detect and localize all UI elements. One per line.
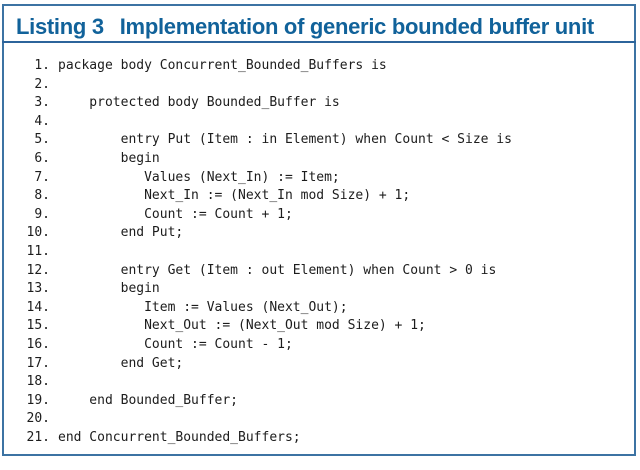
code-line: 17. end Get; bbox=[20, 355, 628, 374]
code-line: 21. end Concurrent_Bounded_Buffers; bbox=[20, 429, 628, 448]
line-code: protected body Bounded_Buffer is bbox=[58, 95, 340, 111]
code-line: 11. bbox=[20, 243, 628, 262]
line-number: 1. bbox=[34, 58, 50, 73]
listing-title: Listing 3 Implementation of generic bound… bbox=[16, 14, 626, 40]
line-number: 7. bbox=[34, 169, 50, 185]
code-line: 16. Count := Count - 1; bbox=[20, 336, 628, 355]
line-number: 2. bbox=[34, 76, 50, 92]
code-line: 7. Values (Next_In) := Item; bbox=[20, 169, 628, 188]
code-line: 4. bbox=[20, 113, 628, 132]
code-line: 15. Next_Out := (Next_Out mod Size) + 1; bbox=[20, 317, 628, 336]
line-number: 20. bbox=[26, 411, 50, 427]
line-number: 11. bbox=[26, 243, 50, 259]
listing-caption: Implementation of generic bounded buffer… bbox=[119, 14, 594, 39]
listing-label: Listing 3 bbox=[16, 14, 104, 39]
line-number: 13. bbox=[26, 281, 50, 297]
line-code: begin bbox=[58, 150, 160, 166]
listing-frame: Listing 3 Implementation of generic bound… bbox=[2, 4, 636, 456]
line-code: end Put; bbox=[58, 225, 184, 241]
line-code: Next_In := (Next_In mod Size) + 1; bbox=[58, 188, 411, 204]
code-line: 6. begin bbox=[20, 150, 628, 169]
code-line: 9. Count := Count + 1; bbox=[20, 206, 628, 225]
line-number: 9. bbox=[34, 206, 50, 222]
line-code: Count := Count + 1; bbox=[58, 206, 293, 222]
line-number: 4. bbox=[34, 113, 50, 129]
line-code: Values (Next_In) := Item; bbox=[58, 169, 340, 185]
title-separator bbox=[2, 41, 636, 43]
code-line: 8. Next_In := (Next_In mod Size) + 1; bbox=[20, 187, 628, 206]
line-code: Count := Count - 1; bbox=[58, 336, 293, 352]
line-code: Item := Values (Next_Out); bbox=[58, 299, 348, 315]
code-line: 2. bbox=[20, 76, 628, 95]
line-code: begin bbox=[58, 281, 160, 297]
code-line: 19. end Bounded_Buffer; bbox=[20, 392, 628, 411]
line-code: end Concurrent_Bounded_Buffers; bbox=[58, 429, 301, 445]
line-number: 3. bbox=[34, 95, 50, 111]
line-code: end Bounded_Buffer; bbox=[58, 392, 239, 408]
code-line: 10. end Put; bbox=[20, 224, 628, 243]
line-number: 15. bbox=[26, 318, 50, 334]
line-code: entry Get (Item : out Element) when Coun… bbox=[58, 262, 497, 278]
code-listing: 1. package body Concurrent_Bounded_Buffer… bbox=[20, 57, 628, 447]
code-line: 20. bbox=[20, 410, 628, 429]
code-line: 13. begin bbox=[20, 280, 628, 299]
line-number: 17. bbox=[26, 355, 50, 371]
line-code: entry Put (Item : in Element) when Count… bbox=[58, 132, 512, 148]
line-number: 14. bbox=[26, 299, 50, 315]
line-code: end Get; bbox=[58, 355, 184, 371]
line-number: 8. bbox=[34, 188, 50, 204]
line-number: 19. bbox=[26, 392, 50, 408]
code-line: 18. bbox=[20, 373, 628, 392]
line-code: Next_Out := (Next_Out mod Size) + 1; bbox=[58, 318, 426, 334]
code-line: 12. entry Get (Item : out Element) when … bbox=[20, 262, 628, 281]
line-number: 5. bbox=[34, 132, 50, 148]
line-number: 6. bbox=[34, 150, 50, 166]
line-number: 16. bbox=[26, 336, 50, 352]
line-number: 10. bbox=[26, 225, 50, 241]
code-line: 1. package body Concurrent_Bounded_Buffer… bbox=[20, 57, 628, 76]
line-code: package body Concurrent_Bounded_Buffers … bbox=[58, 58, 387, 73]
code-line: 3. protected body Bounded_Buffer is bbox=[20, 94, 628, 113]
line-number: 12. bbox=[26, 262, 50, 278]
line-number: 18. bbox=[26, 374, 50, 390]
code-line: 14. Item := Values (Next_Out); bbox=[20, 299, 628, 318]
line-number: 21. bbox=[26, 429, 50, 445]
code-line: 5. entry Put (Item : in Element) when Co… bbox=[20, 131, 628, 150]
